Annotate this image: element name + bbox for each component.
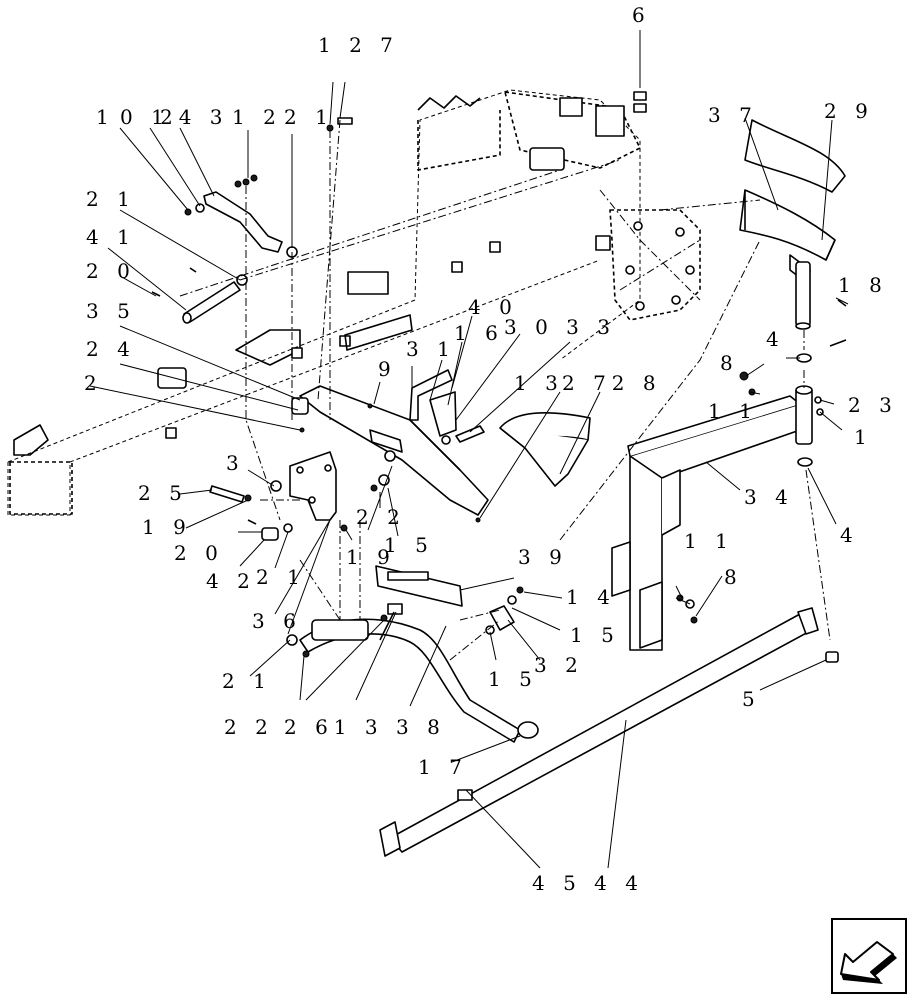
callout-label: 1 9 [142,515,192,539]
callout-label: 3 0 3 3 [504,315,616,339]
callout-label: 3 4 [744,485,794,509]
callout-label: 1 2 [232,105,282,129]
callout-label: 1 5 [570,623,620,647]
bracket-upper [203,191,283,253]
callout-label: 1 7 [418,755,468,779]
long-support-bar [379,607,819,857]
pin-41 [182,281,241,324]
callout-label: 3 6 [252,609,302,633]
bolt-5 [825,651,839,663]
callout-label: 4 [840,523,859,547]
callout-label: 1 [96,105,115,129]
callout-label: 2 2 [356,505,406,529]
callout-label: 2 1 [222,669,272,693]
callout-label: 6 [632,3,651,27]
callout-label: 2 9 [824,99,874,123]
callout-label: 4 5 4 4 [532,871,644,895]
callout-label: 3 7 [708,103,758,127]
washer-lower [797,457,813,467]
callout-label: 0 1 [120,105,170,129]
callout-label: 8 [720,351,739,375]
callout-label: 1 [854,425,873,449]
callout-label: 2 5 [138,481,188,505]
callout-label: 2 61 3 [284,715,384,739]
bracket-31 [409,369,457,437]
callout-label: 3 1 [406,337,456,361]
callout-label: 8 [724,565,743,589]
callout-label: 4 2 [206,569,256,593]
callout-label: 2 72 8 [562,371,662,395]
callout-label: 4 0 [468,295,518,319]
callout-label: 4 1 [86,225,136,249]
callout-label: 1 2 7 [318,33,399,57]
link-plate [375,565,463,607]
handle-lever [299,618,539,743]
callout-label: 2 1 [86,187,136,211]
callout-label: 1 1 [708,399,758,423]
callout-label: 2 4 [86,337,136,361]
main-frame-beam [7,89,641,516]
lower-shield [499,412,591,487]
callout-label: 4 [766,327,785,351]
callout-label: 1 8 [838,273,888,297]
callout-label: 3 [226,451,245,475]
callout-label: 1 5 [488,667,538,691]
callout-label: 2 3 [848,393,898,417]
vertical-post [795,261,811,330]
callout-label: 3 5 [86,299,136,323]
callout-label: 2 1 [284,105,334,129]
assembly-lines [179,119,831,661]
callout-label: 1 3 [514,371,564,395]
callout-label: 2 1 [256,565,306,589]
mounting-plate [289,451,337,521]
upper-shield [739,119,846,285]
callout-label: 2 0 [86,259,136,283]
callout-label: 5 [742,687,761,711]
callout-label: 3 9 [518,545,568,569]
callout-label: 1 6 [454,321,504,345]
support-frame [611,385,813,651]
callout-label: 1 5 [384,533,434,557]
leader-lines [89,30,849,869]
callout-label: 2 2 [224,715,274,739]
callout-label: 2 0 [174,541,224,565]
callout-label: 3 8 [396,715,446,739]
callout-label: 24 3 [160,105,229,129]
arrow-back-icon [831,918,907,994]
callout-labels: 6 1 2 7 3 7 2 9 1 0 1 24 3 1 2 2 1 2 1 4… [84,3,898,895]
gearbox-flange [609,209,701,321]
callout-label: 3 2 [534,653,584,677]
callout-label: 1 1 [684,529,734,553]
small-hardware [151,91,847,658]
pivot-arm [291,385,489,516]
callout-label: 9 [378,357,397,381]
callout-label: 2 [84,371,103,395]
callout-label: 1 4 [566,585,616,609]
callout-label: 1 9 [346,545,396,569]
back-navigation-button[interactable] [831,918,907,994]
